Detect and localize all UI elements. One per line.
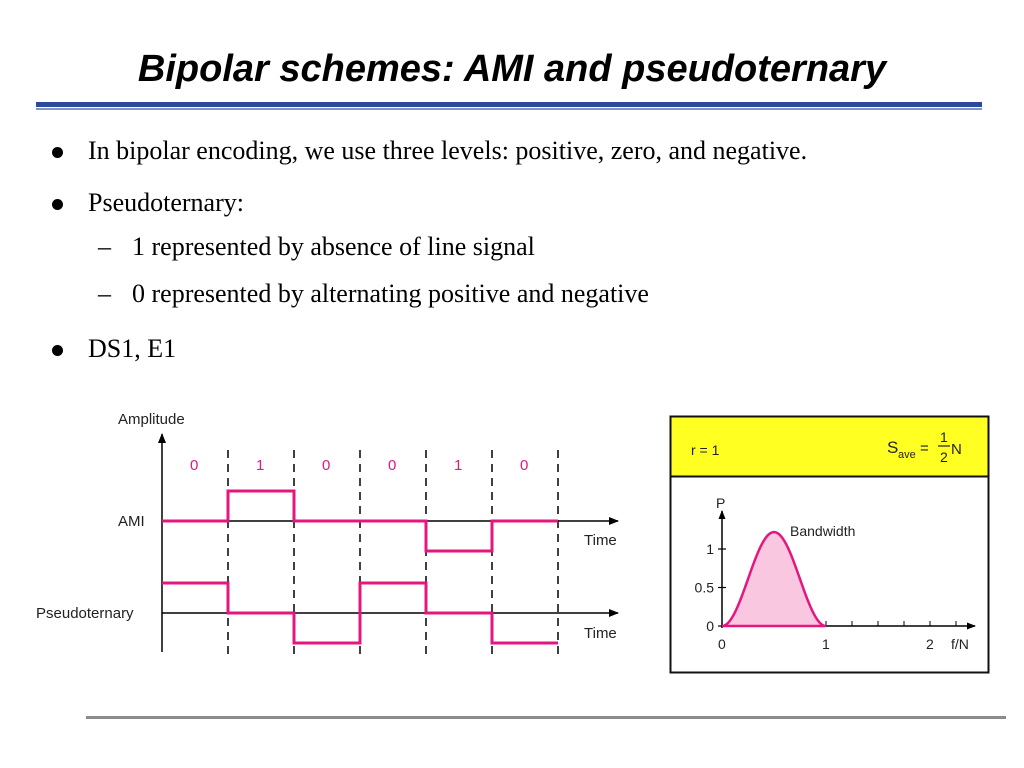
bullet-item: In bipolar encoding, we use three levels… — [50, 136, 807, 166]
s-ave-equals: = — [920, 440, 929, 457]
bit-boundaries — [227, 450, 559, 654]
dash-icon: – — [98, 279, 111, 308]
s-ave-subscript: ave — [898, 449, 916, 461]
pseudoternary-label: Pseudoternary — [36, 605, 134, 622]
amplitude-axis-label: Amplitude — [118, 411, 185, 428]
s-ave-n: N — [951, 441, 962, 458]
bullet-dot-icon — [52, 345, 63, 356]
sub-bullet-item: – 1 represented by absence of line signa… — [50, 232, 535, 262]
bit-labels: 0 1 0 0 1 0 — [190, 457, 528, 474]
p-axis-tick-label: 1 — [706, 541, 714, 557]
slide-title: Bipolar schemes: AMI and pseudoternary — [137, 48, 887, 90]
bit-label: 1 — [454, 457, 462, 474]
ami-time-label: Time — [584, 532, 617, 549]
sub-bullet-item: – 0 represented by alternating positive … — [50, 279, 649, 309]
bit-label: 0 — [388, 457, 396, 474]
sub-bullet-text: 0 represented by alternating positive an… — [132, 279, 649, 308]
ami-label: AMI — [118, 513, 145, 530]
bipolar-waveform-diagram: Amplitude AMI Pseudoternary Time Time 0 1… — [36, 411, 619, 654]
fraction-denominator: 2 — [940, 449, 948, 465]
bullet-item: Pseudoternary: — [50, 188, 244, 218]
sub-bullet-text: 1 represented by absence of line signal — [132, 232, 535, 261]
footer-rule — [86, 716, 1006, 719]
pseudoternary-time-label: Time — [584, 625, 617, 642]
power-spectrum-panel: r = 1 S ave = 1 2 N P 1 0.5 0 0 1 2 f/N Band… — [669, 415, 990, 674]
panel-body-frame — [669, 475, 990, 674]
bullet-item: DS1, E1 — [50, 334, 176, 364]
bullet-dot-icon — [52, 199, 63, 210]
bullet-text: Pseudoternary: — [88, 188, 244, 217]
r-value-label: r = 1 — [691, 442, 720, 458]
bit-label: 1 — [256, 457, 264, 474]
bullet-text: In bipolar encoding, we use three levels… — [88, 136, 808, 165]
f-axis-tick-label: 0 — [718, 636, 726, 652]
p-axis-label: P — [716, 495, 725, 511]
dash-icon: – — [98, 232, 111, 261]
spectrum-curve — [721, 530, 827, 628]
bullet-dot-icon — [52, 147, 63, 158]
bit-label: 0 — [190, 457, 198, 474]
f-axis-tick-label: 2 — [926, 636, 934, 652]
f-axis-label: f/N — [951, 636, 969, 652]
fraction-numerator: 1 — [940, 429, 948, 445]
bandwidth-annotation: Bandwidth — [790, 523, 855, 539]
f-axis-tick-label: 1 — [822, 636, 830, 652]
s-ave-symbol: S — [887, 438, 898, 457]
panel-header-background — [669, 415, 990, 478]
title-rule — [36, 102, 982, 110]
bit-label: 0 — [520, 457, 528, 474]
p-axis-tick-label: 0 — [706, 618, 714, 634]
ami-signal-line — [162, 489, 558, 553]
bit-label: 0 — [322, 457, 330, 474]
bullet-text: DS1, E1 — [88, 334, 177, 363]
pseudoternary-signal-line — [162, 581, 558, 645]
p-axis-tick-label: 0.5 — [695, 580, 715, 596]
